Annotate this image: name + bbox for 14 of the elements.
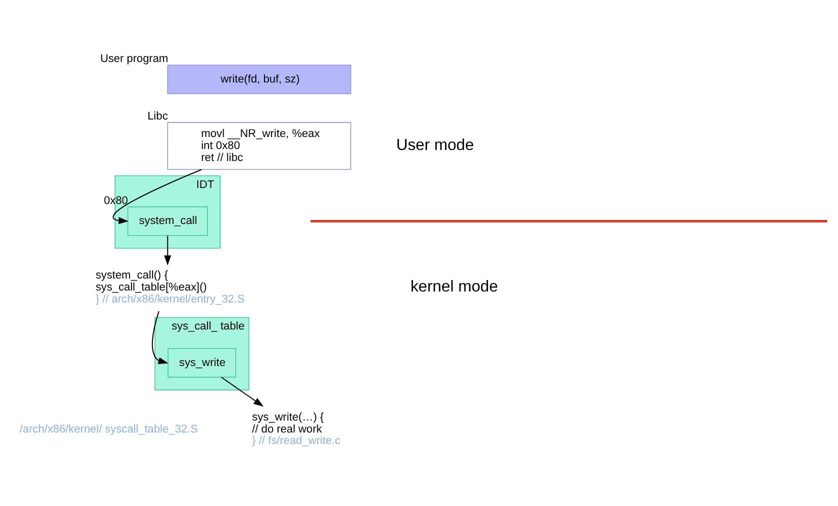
node-label: User program xyxy=(100,53,168,66)
node-label: Libc xyxy=(147,110,168,122)
label: User mode xyxy=(396,136,474,154)
arrow xyxy=(152,311,168,364)
label: kernel mode xyxy=(410,278,498,296)
node-box: movl __NR_write, %eax int 0x80 ret // libc xyxy=(167,122,352,170)
arrow xyxy=(112,168,202,224)
node-box: sys_write xyxy=(168,348,236,378)
node-box: system_call xyxy=(127,206,208,236)
node-box: write(fd, buf, sz) xyxy=(167,64,352,94)
arrow xyxy=(164,236,172,266)
node-label: /arch/x86/kernel/ syscall_table_32.S xyxy=(20,423,198,436)
node-text: system_call() { sys_call_table[%eax]() } // arch/x86/kernel/entry_32.S xyxy=(96,270,245,306)
node-text: sys_write(…) { // do real work } // fs/read_write.c xyxy=(252,411,340,448)
